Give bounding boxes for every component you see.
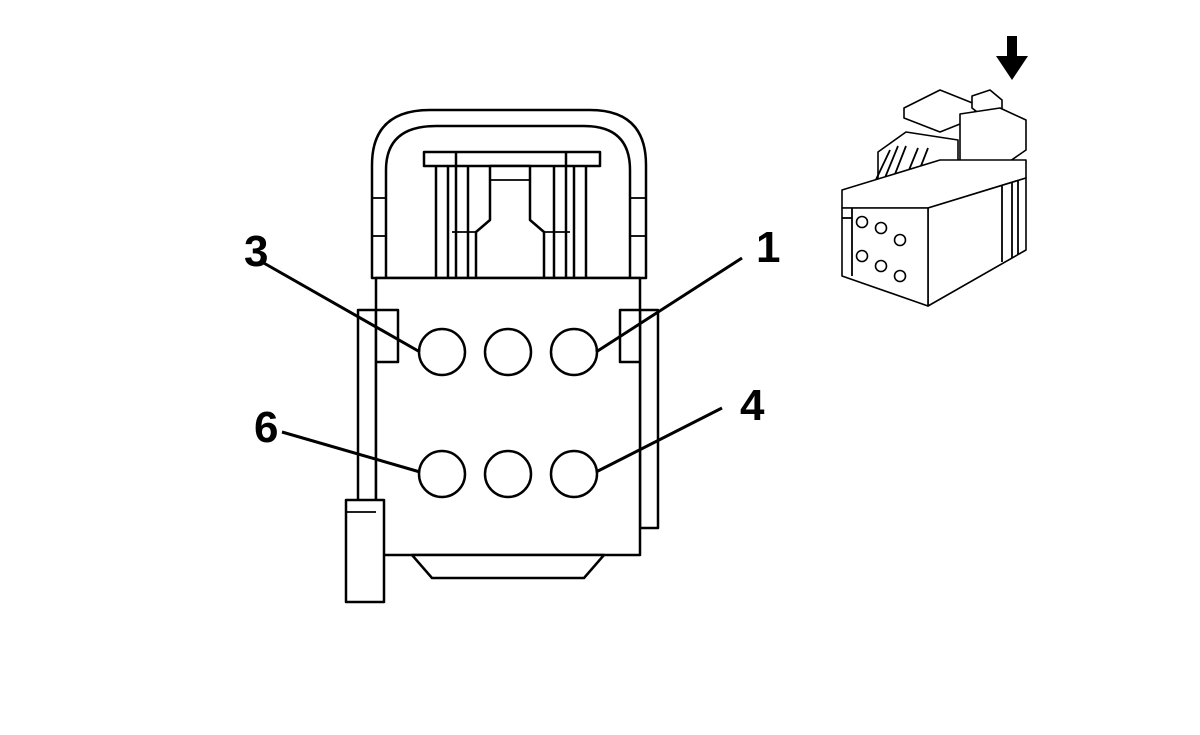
pin-cavity-4 [549,449,599,499]
bottom-tab [344,498,386,604]
connector-front-view [344,108,660,604]
pin-label-6: 6 [254,403,278,452]
iso-pin-hole [874,221,888,235]
connector-iso-view [841,36,1028,307]
pin-callouts: 3 1 6 4 [244,223,780,474]
pin-label-4: 4 [740,381,765,430]
pin-label-3: 3 [244,227,268,276]
pin-cavity-6 [417,449,467,499]
iso-pin-hole [855,249,869,263]
connector-body [374,276,642,557]
leader-line-pin-6 [281,430,421,474]
pin-cavity-5 [483,449,533,499]
iso-pin-hole [855,215,869,229]
down-arrow-icon [996,36,1028,80]
pin-cavity-2 [483,327,533,377]
leader-line-pin-1 [595,256,743,354]
pin-cavity-3 [417,327,467,377]
pin-cavity-1 [549,327,599,377]
latch-slots [434,152,588,280]
iso-pin-hole [874,259,888,273]
pin-label-1: 1 [756,223,780,272]
left-side-wing [356,308,378,530]
bottom-lip [410,553,606,580]
iso-pin-hole [893,233,907,247]
iso-pin-hole [893,269,907,283]
right-side-wing [638,308,660,530]
latch-crossbar [422,150,602,168]
leader-line-pin-3 [261,260,421,354]
leader-line-pin-4 [595,406,723,474]
